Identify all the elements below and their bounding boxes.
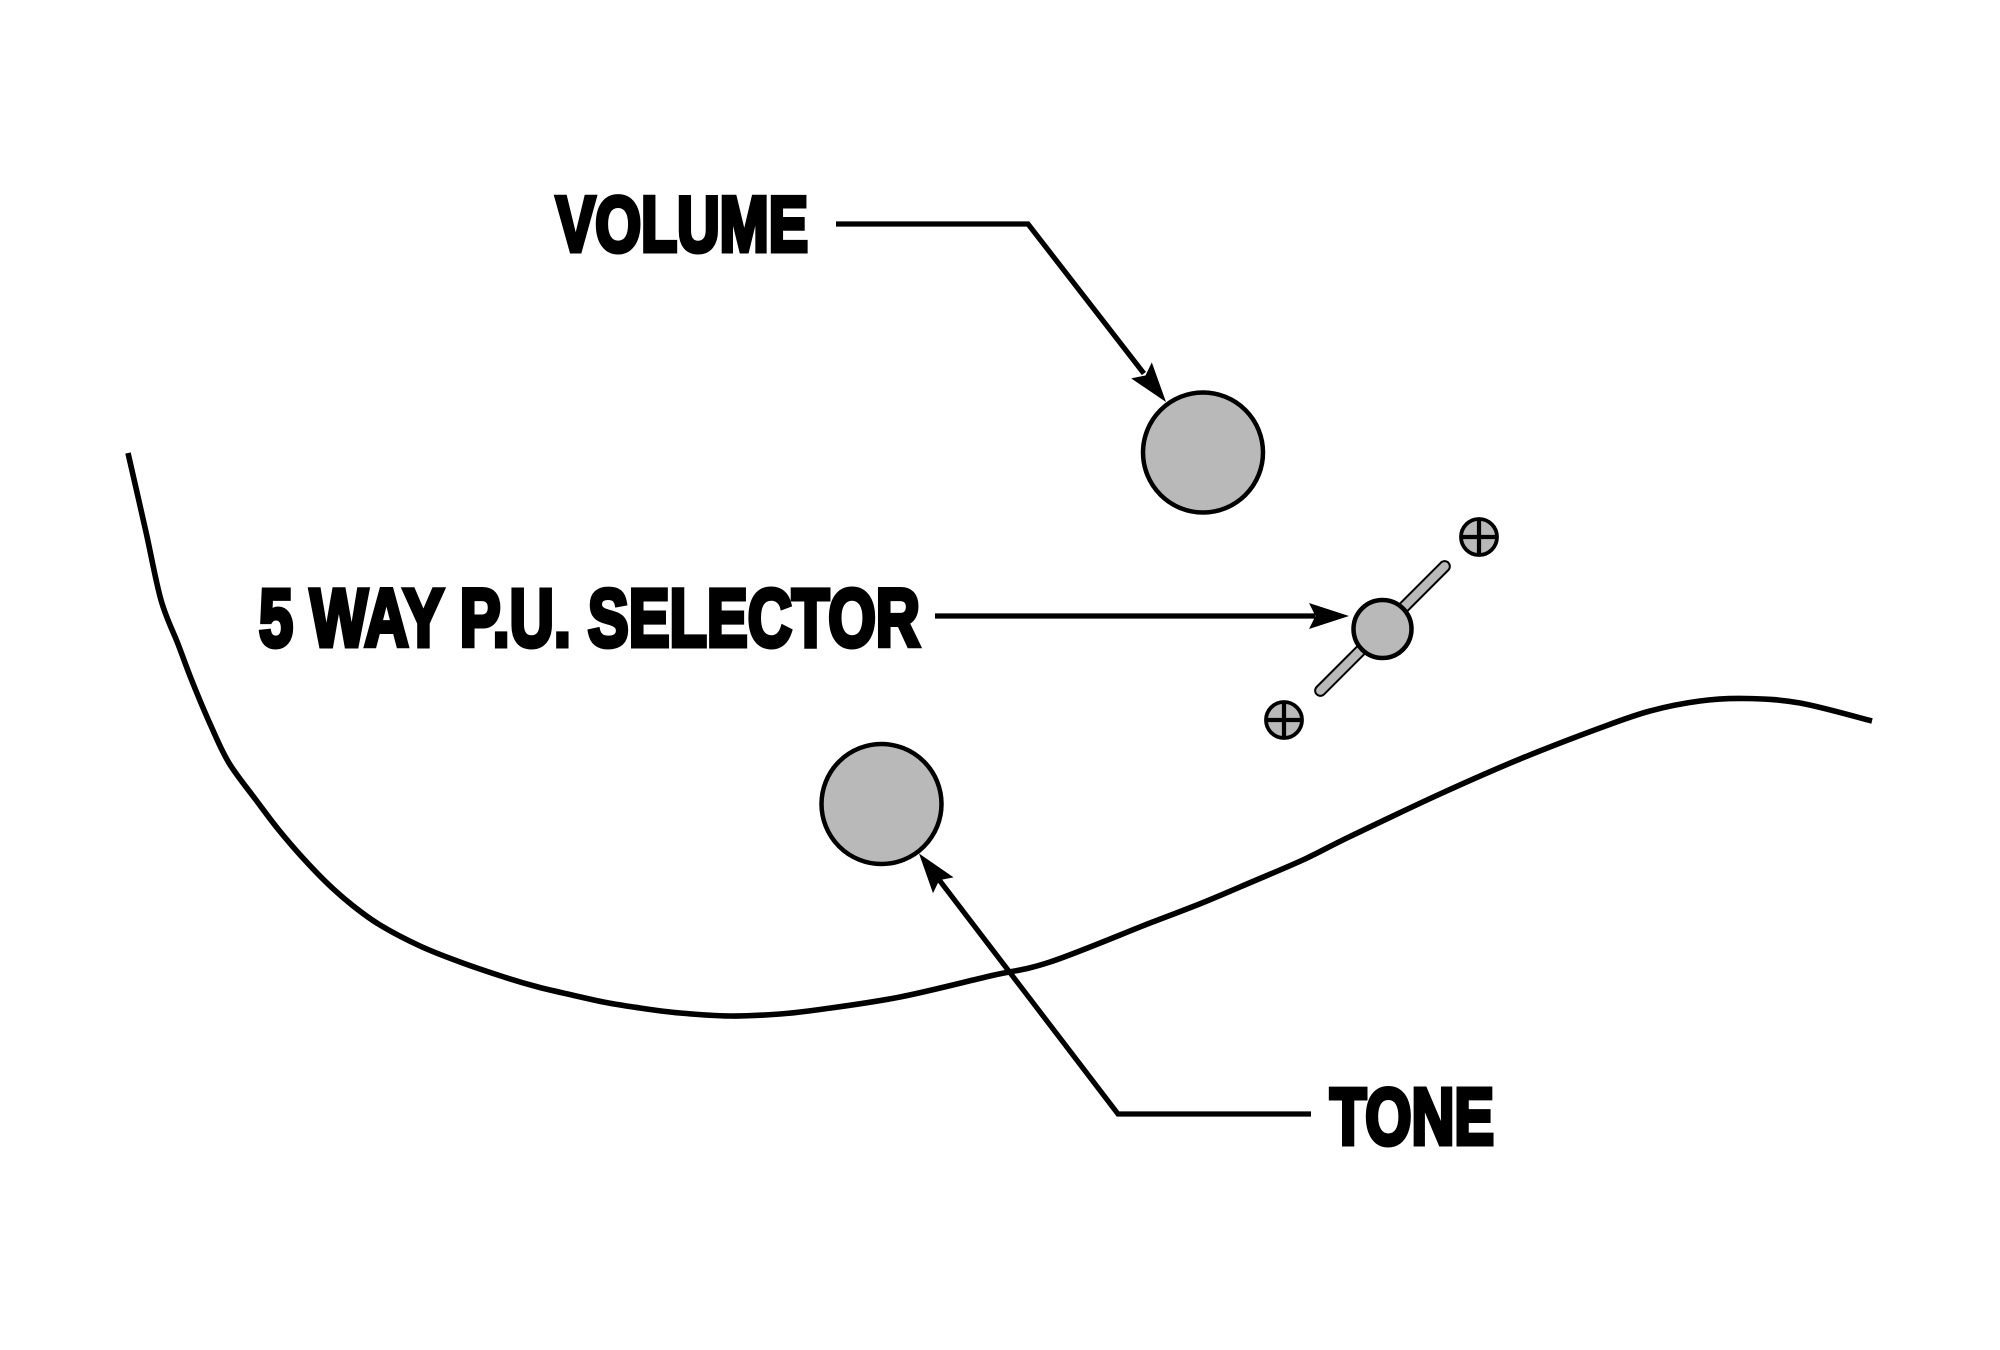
svg-text:TONE: TONE [1330, 1072, 1494, 1161]
svg-text:5 WAY P.U. SELECTOR: 5 WAY P.U. SELECTOR [259, 573, 920, 664]
svg-text:VOLUME: VOLUME [556, 180, 808, 268]
